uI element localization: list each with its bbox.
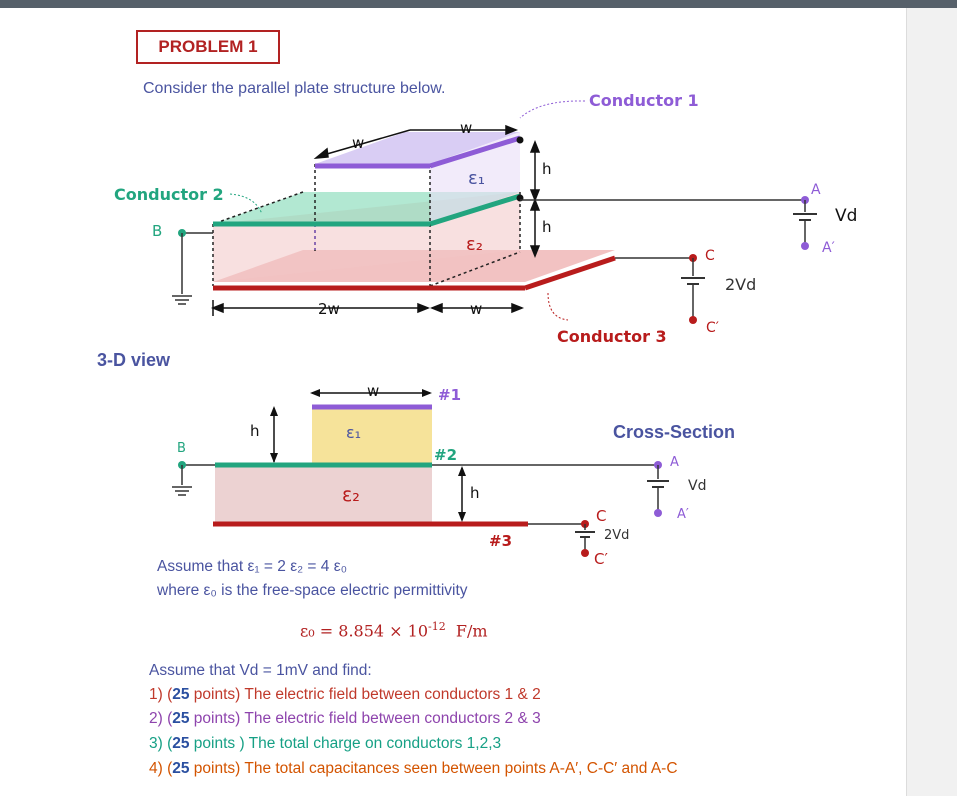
tag-2: #2: [434, 446, 457, 464]
eps1-label: ε₁: [468, 168, 485, 189]
eps2-label: ε₂: [466, 234, 483, 255]
source-2vd-label: 2Vd: [725, 275, 756, 294]
q2-prefix: 2) (: [149, 710, 173, 727]
node-B-label: B: [152, 222, 162, 240]
eps0-unit: F/m: [455, 621, 488, 641]
dim-label-w2: w: [460, 119, 472, 137]
cs-dim-h2: h: [470, 484, 480, 502]
cs-source-2vd-label: 2Vd: [604, 528, 629, 543]
eps0-value: ε₀ = 8.854 × 10-12 F/m: [300, 620, 488, 640]
dim-label-2w: 2w: [318, 300, 340, 318]
dim-label-w1: w: [352, 134, 364, 152]
conductor1-plate: [315, 132, 520, 164]
node-A-prime-label: A′: [822, 240, 835, 256]
tag-1: #1: [438, 386, 461, 404]
cross-section-heading: Cross-Section: [613, 422, 736, 442]
eps1-region: [430, 132, 520, 224]
cs-node-B-label: B: [177, 441, 186, 456]
cs-eps2-label: ε₂: [342, 484, 360, 506]
question-3: 3) (25 points ) The total charge on cond…: [149, 735, 501, 753]
eps0-exponent: -12: [428, 620, 446, 633]
dim-arrows: [210, 124, 541, 316]
cs-node-C-prime-label: C′: [594, 550, 608, 568]
eps0-base: ε₀ = 8.854 × 10: [300, 621, 429, 641]
q4-prefix: 4) (: [149, 760, 173, 777]
cs-dim-h1: h: [250, 422, 260, 440]
document-page: PROBLEM 1 Consider the parallel plate st…: [0, 8, 907, 796]
q3-prefix: 3) (: [149, 735, 173, 752]
figure-3d-view: w w h h 2w w ε₁ ε₂ Conductor 1 Conductor…: [114, 91, 857, 346]
question-4: 4) (25 points) The total capacitances se…: [149, 760, 678, 778]
find-intro: Assume that Vd = 1mV and find:: [149, 662, 372, 679]
cs-node-A-label: A: [670, 455, 679, 470]
problem-title: PROBLEM 1: [136, 30, 280, 64]
node-C-prime-label: C′: [706, 320, 719, 336]
dim-label-h1: h: [542, 160, 552, 178]
q1-points: 25: [172, 686, 190, 703]
question-2: 2) (25 points) The electric field betwee…: [149, 710, 541, 728]
node-C-label: C: [705, 248, 715, 264]
tag-3: #3: [489, 532, 512, 550]
source-vd-label: Vd: [835, 206, 857, 226]
vertical-scrollbar[interactable]: [906, 8, 957, 796]
q2-points: 25: [172, 710, 190, 727]
q3-text: points ) The total charge on conductors …: [189, 735, 502, 752]
q1-text: points) The electric field between condu…: [189, 686, 541, 703]
cs-dim-w: w: [367, 382, 379, 400]
eps2-region-cs: [215, 465, 432, 523]
conductor1-label: Conductor 1: [589, 91, 699, 110]
conductor3-label: Conductor 3: [557, 327, 667, 346]
problem-intro: Consider the parallel plate structure be…: [143, 80, 446, 97]
window-top-bar: [0, 0, 957, 8]
q4-points: 25: [172, 760, 190, 777]
q4-text: points) The total capacitances seen betw…: [189, 760, 678, 777]
q1-prefix: 1) (: [149, 686, 173, 703]
node-A-label: A: [811, 182, 821, 198]
cs-node-A-prime-label: A′: [677, 507, 689, 522]
dim-label-w3: w: [470, 300, 482, 318]
cs-source-vd-label: Vd: [688, 478, 706, 494]
assume-where: where ε₀ is the free-space electric perm…: [157, 582, 468, 599]
conductor2-label: Conductor 2: [114, 185, 224, 204]
cs-eps1-label: ε₁: [346, 423, 361, 442]
q2-text: points) The electric field between condu…: [189, 710, 541, 727]
q3-points: 25: [172, 735, 190, 752]
assume-relation: Assume that ε₁ = 2 ε₂ = 4 ε₀: [157, 558, 348, 575]
figure-cross-section: w h h ε₁ ε₂ #1 #2 #3 B A A′ Vd: [172, 382, 706, 568]
question-1: 1) (25 points) The electric field betwee…: [149, 686, 541, 704]
dim-label-h2: h: [542, 218, 552, 236]
cs-node-C-label: C: [596, 507, 606, 525]
eps1-region-cs: [312, 406, 432, 463]
view-3d-heading: 3-D view: [97, 350, 171, 370]
